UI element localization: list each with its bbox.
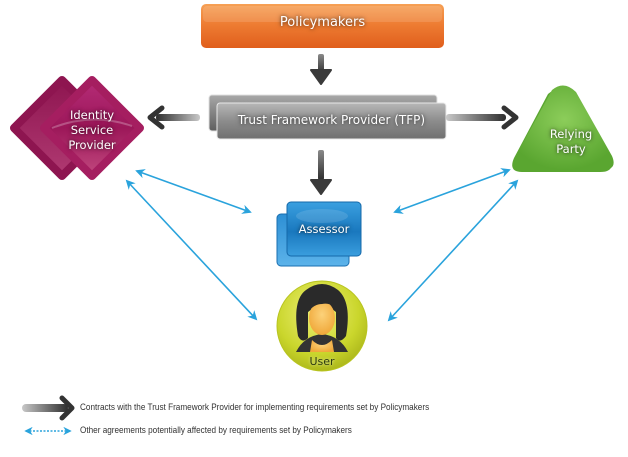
idp-node xyxy=(10,76,144,180)
legend-agreements-text: Other agreements potentially affected by… xyxy=(80,425,352,436)
assessor-node xyxy=(276,201,362,267)
idp-label-line-2: Service xyxy=(70,123,114,137)
rp-label-line-1: Relying xyxy=(549,127,593,141)
rp-node xyxy=(512,85,614,172)
idp-label: Identity Service Provider xyxy=(56,108,128,153)
user-label: User xyxy=(309,355,335,368)
policymakers-node xyxy=(201,4,444,48)
user-node xyxy=(276,280,368,372)
agreement-idp-user xyxy=(125,179,258,321)
arrow-tfp-to-rp xyxy=(446,105,519,130)
agreement-idp-assessor xyxy=(135,169,252,214)
rp-label-line-2: Party xyxy=(556,142,586,156)
user-avatar-icon xyxy=(296,284,348,352)
tfp-node xyxy=(208,94,447,140)
assessor-label: Assessor xyxy=(298,222,350,236)
agreement-rp-user xyxy=(387,179,519,322)
policymakers-label: Policymakers xyxy=(279,15,366,30)
legend-contract-arrow-icon xyxy=(22,395,75,421)
legend-contracts-text: Contracts with the Trust Framework Provi… xyxy=(80,402,430,413)
arrow-tfp-to-idp xyxy=(147,105,200,130)
rp-label: Relying Party xyxy=(535,127,607,157)
agreement-rp-assessor xyxy=(393,168,511,214)
other-agreement-arrows xyxy=(125,168,519,322)
idp-label-line-3: Provider xyxy=(68,138,116,152)
arrow-policymakers-to-tfp xyxy=(310,54,332,85)
arrow-tfp-to-assessor xyxy=(310,150,332,195)
tfp-label: Trust Framework Provider (TFP) xyxy=(237,113,426,127)
idp-label-line-1: Identity xyxy=(69,108,115,122)
